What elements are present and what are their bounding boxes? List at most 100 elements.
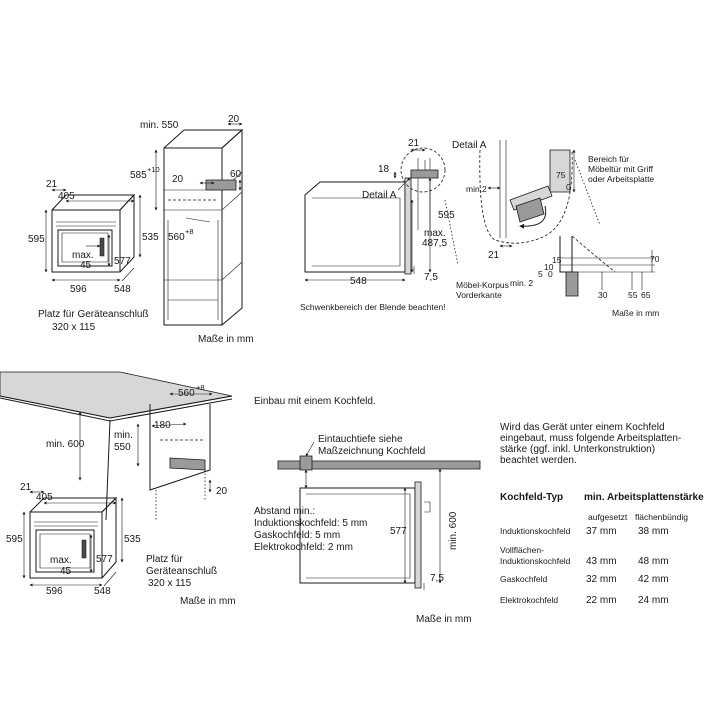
dim-30: 30 — [598, 290, 608, 300]
dim-577-tl: 577 — [114, 256, 131, 267]
dim-577-bl: 577 — [96, 554, 113, 565]
dim-20-bl: 20 — [216, 486, 228, 497]
dim-min-bl: min. — [114, 430, 133, 441]
dim-20b-cab: 20 — [172, 174, 184, 185]
col-header-min: min. Arbeitsplattenstärke — [584, 492, 704, 503]
col-header-type: Kochfeld-Typ — [500, 492, 563, 503]
hob-intro-l4: beachtet werden. — [500, 455, 577, 466]
dim-548-tr: 548 — [350, 276, 367, 287]
dim-75-tr: 7,5 — [424, 272, 438, 283]
korpus-note-l1: Möbel-Korpus — [456, 280, 509, 290]
detail-a-left-label: Detail A — [362, 190, 397, 201]
connection-note-bl-l3: 320 x 115 — [148, 578, 192, 589]
dim-585-cab: 585 — [130, 170, 147, 181]
immersion-note-l2: Maßzeichnung Kochfeld — [318, 446, 425, 457]
detail-a-zoom — [479, 140, 601, 248]
detail-a-top-label: Detail A — [452, 140, 487, 151]
dim-535-tl: 535 — [142, 232, 159, 243]
connection-note-bl-l1: Platz für — [146, 554, 183, 565]
dim-75-mid: 7,5 — [430, 573, 444, 584]
dim-5: 5 — [538, 269, 543, 279]
dim-20-cab: 20 — [228, 114, 240, 125]
dim-4875-tr: 487,5 — [422, 238, 447, 249]
units-bl: Maße in mm — [180, 596, 236, 607]
clearance-induction: Induktionskochfeld: 5 mm — [254, 518, 367, 529]
row-type: Elektrokochfeld — [500, 595, 558, 605]
row-surface: 32 mm — [586, 574, 617, 585]
clearance-electric: Elektrokochfeld: 2 mm — [254, 542, 353, 553]
dim-15: 15 — [552, 255, 562, 265]
clearance-title: Abstand min.: — [254, 506, 315, 517]
row-type: Vollflächen- — [500, 545, 544, 555]
connection-note-l1: Platz für Geräteanschluß — [38, 309, 149, 320]
row-surface: 22 mm — [586, 595, 617, 606]
dim-max-tr: max. — [424, 228, 446, 239]
immersion-note-l1: Eintauchtiefe siehe — [318, 434, 403, 445]
worktop-thickness-table: Kochfeld-Typ min. Arbeitsplattenstärke a… — [500, 492, 704, 606]
row-flush: 38 mm — [638, 526, 669, 537]
hob-intro-l2: eingebaut, muss folgende Arbeitsplatten- — [500, 433, 681, 444]
oven-isometric-bottom — [22, 490, 124, 587]
dim-585-sup: +10 — [147, 165, 160, 174]
row-surface: 37 mm — [586, 526, 617, 537]
dim-560-sup-bl: +8 — [196, 383, 205, 392]
tall-cabinet-isometric — [154, 122, 244, 326]
dim-min550-cab: min. 550 — [140, 120, 179, 131]
dim-405-tl: 405 — [58, 191, 75, 202]
row-flush: 48 mm — [638, 556, 669, 567]
oven-side-section — [304, 147, 459, 282]
dim-min600-mid: min. 600 — [448, 511, 459, 550]
row-type-2: Induktionskochfeld — [500, 556, 571, 566]
units-mid: Maße in mm — [416, 614, 472, 625]
dim-560-sup: +8 — [185, 227, 194, 236]
dim-max-tl: max. — [72, 250, 94, 261]
connection-note-bl-l2: Geräteanschluß — [146, 566, 217, 577]
dim-21-detail: 21 — [488, 250, 500, 261]
swing-range-detail — [559, 235, 655, 297]
dim-65: 65 — [641, 290, 651, 300]
dim-560-cab: 560 — [168, 232, 185, 243]
korpus-note-l2: Vorderkante — [456, 290, 502, 300]
dim-560-bl: 560 — [178, 388, 195, 399]
door-note-l2: Möbeltür mit Griff — [588, 164, 654, 174]
hob-intro-l1: Wird das Gerät unter einem Kochfeld — [500, 422, 665, 433]
row-surface: 43 mm — [586, 556, 617, 567]
sub-header-surface: aufgesetzt — [588, 512, 628, 522]
row-flush: 24 mm — [638, 595, 669, 606]
hob-section-drawing — [277, 441, 481, 590]
dim-21-bl: 21 — [20, 482, 32, 493]
dim-75-detail: 75 — [556, 170, 566, 180]
row-type: Gaskochfeld — [500, 574, 548, 584]
row-flush: 42 mm — [638, 574, 669, 585]
dim-18-tr: 18 — [378, 164, 390, 175]
hob-section-title: Einbau mit einem Kochfeld. — [254, 396, 376, 407]
row-type: Induktionskochfeld — [500, 526, 571, 536]
dim-595-tl: 595 — [28, 234, 45, 245]
table-row: Elektrokochfeld 22 mm 24 mm — [500, 595, 669, 606]
under-counter-isometric — [0, 371, 233, 521]
units-tr: Maße in mm — [612, 308, 659, 318]
swing-note: Schwenkbereich der Blende beachten! — [300, 302, 446, 312]
dim-70: 70 — [650, 254, 660, 264]
dim-10: 10 — [544, 262, 554, 272]
dim-577-mid: 577 — [390, 526, 407, 537]
dim-60-cab: 60 — [230, 169, 242, 180]
table-row: Vollflächen- Induktionskochfeld 43 mm 48… — [500, 545, 669, 567]
units-tl: Maße in mm — [198, 334, 254, 345]
hob-intro-l3: stärke (ggf. inkl. Unterkonstruktion) — [500, 444, 655, 455]
table-row: Induktionskochfeld 37 mm 38 mm — [500, 526, 669, 537]
dim-535-bl: 535 — [124, 534, 141, 545]
clearance-gas: Gaskochfeld: 5 mm — [254, 530, 340, 541]
dim-596-tl: 596 — [70, 284, 87, 295]
door-note-l3: oder Arbeitsplatte — [588, 174, 654, 184]
dim-0-detail: 0 — [566, 182, 571, 192]
sub-header-flush: flächenbündig — [635, 512, 688, 522]
dim-max-bl: max. — [50, 555, 72, 566]
dim-21-tl: 21 — [46, 179, 58, 190]
dim-55: 55 — [628, 290, 638, 300]
dim-45-bl: 45 — [60, 566, 72, 577]
dim-0b: 0 — [548, 269, 553, 279]
dim-45-tl: 45 — [80, 260, 92, 271]
dim-min2-b: min. 2 — [510, 278, 533, 288]
